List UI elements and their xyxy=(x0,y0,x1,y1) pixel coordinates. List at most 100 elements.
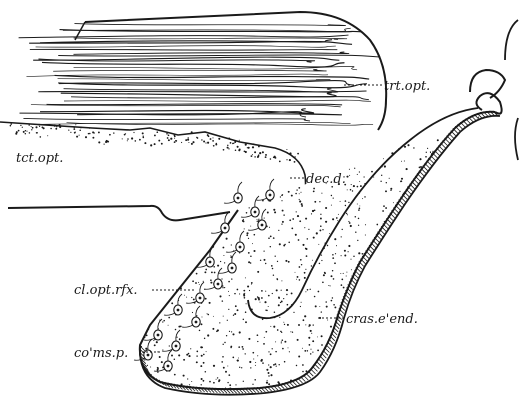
tectum-dot xyxy=(98,131,100,133)
neuron-nucleus xyxy=(261,224,264,227)
label-dec-d: dec.d. xyxy=(306,172,346,187)
crus-dot xyxy=(190,348,191,349)
crus-dot xyxy=(358,225,359,226)
crus-dot xyxy=(430,152,431,153)
tectum-dot xyxy=(98,141,100,143)
crus-dot xyxy=(191,381,192,382)
crus-dot xyxy=(302,244,304,246)
crus-dot xyxy=(268,375,269,376)
tectum-dot xyxy=(46,124,47,125)
neuron-axon xyxy=(224,201,235,203)
crus-dot xyxy=(276,365,277,366)
tectum-dot xyxy=(237,146,239,148)
crus-dot xyxy=(296,365,297,366)
hook-structure xyxy=(470,70,505,114)
tectum-dot xyxy=(168,134,170,136)
crus-dot xyxy=(314,209,316,211)
tectum-dot xyxy=(223,149,225,151)
crus-dot xyxy=(270,326,271,327)
tectum-dot xyxy=(289,159,291,161)
crus-dot xyxy=(335,253,336,254)
crus-dot xyxy=(257,334,259,336)
crus-dot xyxy=(210,279,212,281)
crus-dot xyxy=(322,229,323,230)
crus-dot xyxy=(311,333,312,334)
tectum-dot xyxy=(142,132,144,134)
neuron-dendrite xyxy=(270,179,274,190)
crus-dot xyxy=(144,336,146,338)
crus-dot xyxy=(288,347,289,348)
tectum-dot xyxy=(174,134,176,136)
crus-dot xyxy=(265,263,266,264)
crus-dot xyxy=(478,117,479,118)
crus-dot xyxy=(289,219,291,221)
crus-dot xyxy=(268,364,269,365)
crus-dot xyxy=(364,196,366,198)
tectum-dot xyxy=(22,127,23,128)
tectum-dot xyxy=(104,144,105,145)
crus-dot xyxy=(202,317,203,318)
crus-dot xyxy=(301,205,303,207)
crus-dot xyxy=(325,221,327,223)
crus-dot xyxy=(281,200,282,201)
crus-dot xyxy=(311,265,312,266)
crus-dot xyxy=(349,175,350,176)
crus-dot xyxy=(230,255,231,256)
crus-dot xyxy=(313,188,315,190)
crus-dot xyxy=(216,330,218,332)
crus-dot xyxy=(352,190,353,191)
crus-dot xyxy=(229,331,230,332)
crus-dot xyxy=(313,324,314,325)
neuron-nucleus xyxy=(147,354,150,357)
crus-dot xyxy=(305,269,306,270)
tectum-dot xyxy=(154,134,156,136)
crus-dot xyxy=(272,268,274,270)
crus-dot xyxy=(365,224,366,225)
crus-dot xyxy=(314,296,316,298)
tract-fibre xyxy=(30,49,337,50)
crus-dot xyxy=(243,221,245,223)
crus-dot xyxy=(282,339,284,341)
crus-dot xyxy=(341,279,343,281)
crus-dot xyxy=(404,160,405,161)
tectum-dot xyxy=(36,132,37,133)
crus-dot xyxy=(359,181,360,182)
crus-dot xyxy=(270,366,272,368)
tectum-dot xyxy=(286,159,287,160)
crus-dot xyxy=(213,316,214,317)
crus-dot xyxy=(381,175,382,176)
crus-dot xyxy=(243,219,244,220)
crus-dot xyxy=(307,350,308,351)
crus-dot xyxy=(310,330,312,332)
crus-dot xyxy=(275,256,276,257)
crus-dot xyxy=(279,243,281,245)
crus-dot xyxy=(321,335,323,337)
crus-dot xyxy=(264,301,266,303)
tectum-dot xyxy=(205,142,206,143)
tectum-dot xyxy=(59,124,61,126)
tectum-dot xyxy=(215,144,217,146)
crus-dot xyxy=(301,264,302,265)
label-trt-opt: trt.opt. xyxy=(384,79,430,94)
crus-dot xyxy=(291,304,292,305)
tectum-dot xyxy=(279,161,281,163)
crus-dot xyxy=(426,152,427,153)
tectum-dot xyxy=(89,128,90,129)
crus-dot xyxy=(351,184,352,185)
crus-dot xyxy=(400,181,402,183)
crus-dot xyxy=(303,319,305,321)
neuron-axon xyxy=(211,231,222,233)
tectum-dot xyxy=(289,152,291,154)
tectum-dot xyxy=(168,139,170,141)
crus-dot xyxy=(346,275,347,276)
crus-dot xyxy=(258,219,259,220)
tectum-dot xyxy=(297,153,299,155)
tectum-dot xyxy=(144,142,146,144)
crus-dot xyxy=(313,237,315,239)
tectum-dot xyxy=(245,143,247,145)
crus-dot xyxy=(217,377,218,378)
crus-dot xyxy=(248,252,250,254)
crus-dot xyxy=(209,381,211,383)
crus-dot xyxy=(304,350,306,352)
crus-dot xyxy=(249,290,250,291)
